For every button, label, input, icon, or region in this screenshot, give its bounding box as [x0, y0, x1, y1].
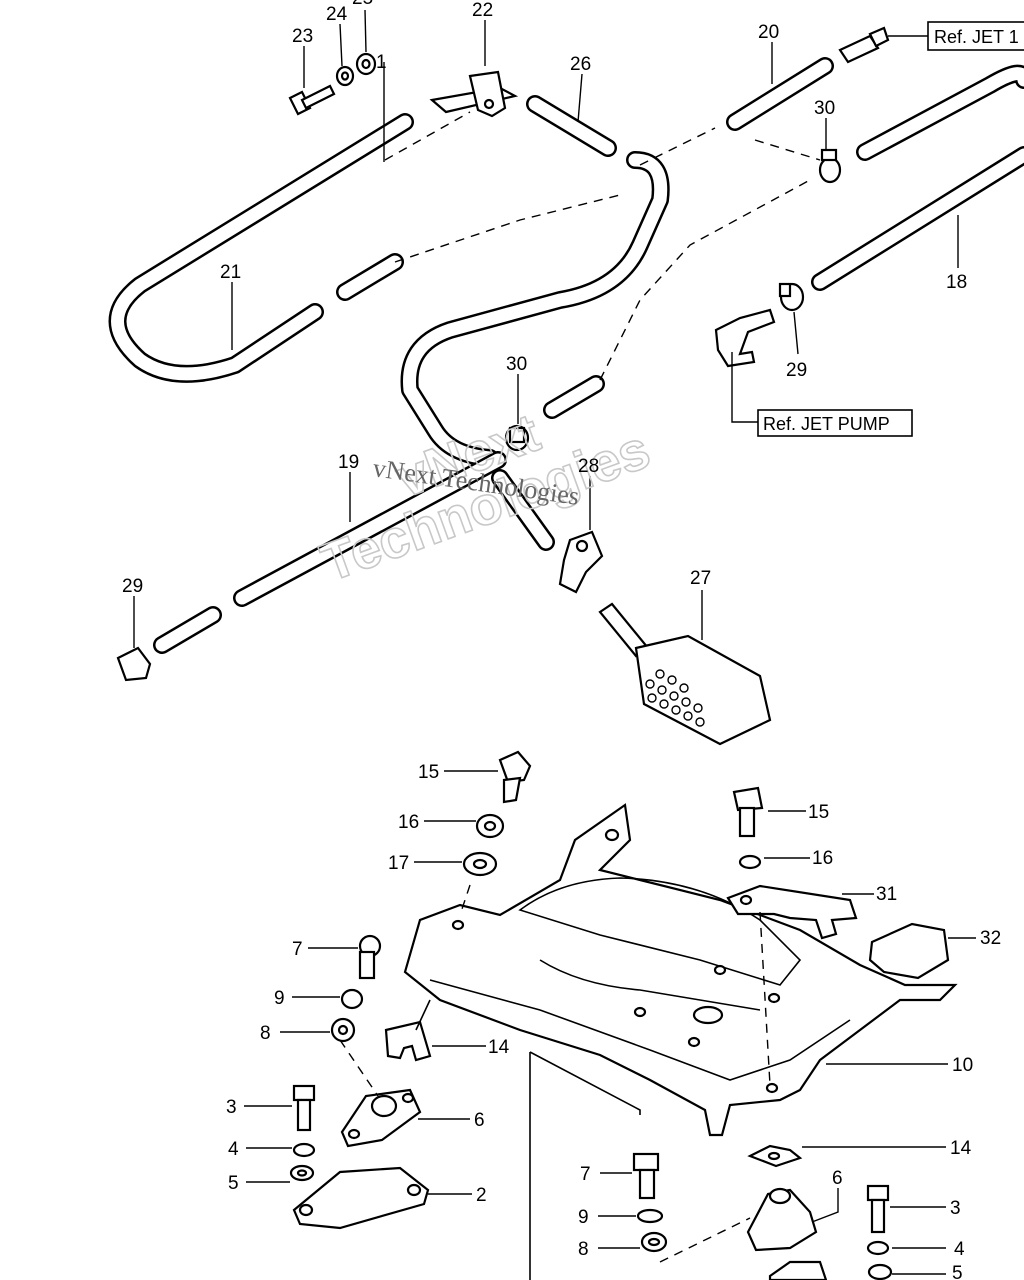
callout-16-left: 16 — [398, 812, 419, 833]
callout-14-left: 14 — [488, 1037, 510, 1058]
washer-9-left — [340, 988, 364, 1010]
callout-23: 23 — [292, 26, 313, 47]
callout-5-right: 5 — [952, 1263, 963, 1280]
callout-4-right: 4 — [954, 1239, 965, 1260]
ref-jet-pump-text: Ref. JET PUMP — [763, 414, 890, 434]
leader-lines — [339, 884, 771, 1280]
bracket-28 — [558, 530, 604, 594]
clip-14-right — [747, 1144, 803, 1168]
callout-4-left: 4 — [228, 1139, 239, 1160]
callout-16-right: 16 — [812, 848, 833, 869]
mount-6-right — [746, 1187, 828, 1280]
callout-24: 24 — [326, 4, 348, 25]
washer-4-left — [292, 1142, 316, 1158]
washer-8-right — [640, 1231, 668, 1253]
routing-dashes — [384, 111, 821, 381]
washer-5-right — [867, 1263, 893, 1280]
callout-1: 1 — [376, 52, 387, 73]
t-fitting-22 — [429, 70, 519, 118]
callout-27: 27 — [690, 568, 711, 589]
hose-19 — [153, 151, 670, 654]
hose-26 — [526, 95, 617, 157]
clamp-30-upper — [818, 148, 842, 184]
clamp-29-left — [116, 646, 152, 682]
callout-7-left: 7 — [292, 939, 303, 960]
clip-14-left — [384, 1020, 432, 1062]
callout-30-upper: 30 — [814, 98, 835, 119]
bolt-3-right — [866, 1184, 890, 1234]
jet-fitting — [838, 26, 890, 64]
callout-15-left: 15 — [418, 762, 439, 783]
callout-17: 17 — [388, 853, 409, 874]
callout-3-right: 3 — [950, 1198, 961, 1219]
callout-28: 28 — [578, 456, 599, 477]
callout-6-right: 6 — [832, 1168, 843, 1189]
callout-26: 26 — [570, 54, 591, 75]
hose-18 — [811, 64, 1024, 291]
callout-20: 20 — [758, 22, 779, 43]
callout-30-middle: 30 — [506, 354, 527, 375]
plate-31 — [726, 884, 858, 940]
callout-2: 2 — [476, 1185, 487, 1206]
callout-31: 31 — [876, 884, 897, 905]
callout-5-left: 5 — [228, 1173, 239, 1194]
washer-17 — [462, 851, 498, 877]
callout-29-left: 29 — [122, 576, 143, 597]
elbow-fitting — [714, 308, 776, 368]
callout-15-right: 15 — [808, 802, 829, 823]
bolt-23 — [288, 84, 336, 116]
filter-27 — [598, 602, 772, 746]
callout-8-left: 8 — [260, 1023, 271, 1044]
washer-25 — [355, 52, 377, 76]
bolt-7-right — [632, 1152, 660, 1200]
callout-10: 10 — [952, 1055, 973, 1076]
callout-6-left: 6 — [474, 1110, 485, 1131]
bolt-7-left — [358, 934, 382, 980]
callout-25: 25 — [352, 0, 373, 9]
callout-14-right: 14 — [950, 1138, 972, 1159]
callout-8-right: 8 — [578, 1239, 589, 1260]
bolt-15-left — [498, 750, 532, 804]
clamp-30-middle — [504, 424, 530, 452]
washer-9-right — [636, 1208, 664, 1224]
callout-leaders — [133, 9, 976, 1275]
ref-jet-top-box: Ref. JET 1 — [927, 21, 1024, 51]
washer-5-left — [289, 1164, 315, 1182]
hose-20 — [726, 57, 834, 131]
watermark: vNext Technologies vNext Technologies — [313, 402, 658, 594]
callout-29-right: 29 — [786, 360, 807, 381]
callout-18: 18 — [946, 272, 967, 293]
bolt-15-right — [732, 786, 764, 838]
clamp-29-right — [778, 282, 805, 312]
callout-9-right: 9 — [578, 1207, 589, 1228]
hose-short-pieces — [336, 253, 605, 551]
washer-24 — [335, 65, 355, 87]
washer-8-left — [330, 1017, 356, 1043]
callout-21: 21 — [220, 262, 241, 283]
callout-32: 32 — [980, 928, 1001, 949]
callout-7-right: 7 — [580, 1164, 591, 1185]
washer-16-right — [738, 854, 762, 870]
washer-4-right — [866, 1240, 890, 1256]
cover-2 — [292, 1166, 430, 1230]
callout-3-left: 3 — [226, 1097, 237, 1118]
mount-6-left — [340, 1088, 422, 1148]
callout-22: 22 — [472, 0, 493, 21]
callout-labels: 23 24 25 1 22 26 20 30 18 21 29 30 19 28… — [122, 0, 1001, 1280]
bolt-3-left — [292, 1084, 316, 1132]
ref-jet-top-text: Ref. JET 1 — [934, 27, 1019, 47]
callout-9-left: 9 — [274, 988, 285, 1009]
ref-jet-pump-box: Ref. JET PUMP — [757, 409, 913, 437]
hose-21 — [108, 113, 414, 383]
cushion-32 — [868, 922, 950, 980]
washer-16-left — [475, 813, 505, 839]
callout-19: 19 — [338, 452, 359, 473]
